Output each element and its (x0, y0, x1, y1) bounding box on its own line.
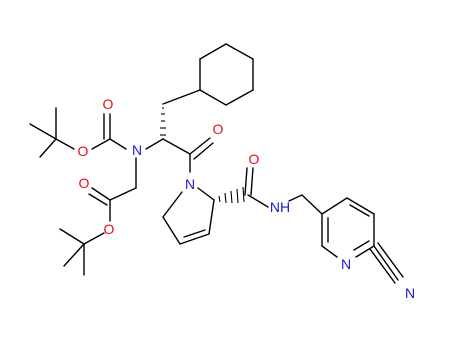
bond (199, 89, 227, 106)
bond (91, 138, 111, 150)
bond (83, 232, 105, 245)
bond (88, 193, 108, 206)
bond (183, 229, 206, 238)
cyclohexane-ring (199, 43, 254, 106)
hashed-bond (160, 107, 166, 136)
pyridine-ring (321, 197, 375, 258)
bond (162, 89, 201, 105)
bond (179, 233, 210, 245)
nh-atom-label: NH (270, 199, 290, 215)
oxygen-atom-label: O (249, 151, 260, 167)
oxygen-atom-label: O (79, 175, 90, 191)
bond (355, 245, 375, 258)
bond (193, 142, 214, 160)
bond (145, 138, 164, 150)
bond (59, 228, 85, 245)
bond (377, 242, 404, 278)
bond (288, 194, 303, 202)
bond (63, 243, 85, 267)
bond (225, 43, 254, 60)
bond (353, 240, 370, 251)
bond (225, 89, 254, 106)
nitrogen-atom-label: N (185, 176, 195, 192)
bond (349, 204, 370, 217)
bond (55, 138, 75, 150)
oxygen-atom-label: O (104, 221, 115, 237)
bond (244, 167, 248, 196)
bond (162, 216, 181, 245)
bond (247, 194, 269, 208)
bond (373, 245, 399, 281)
bond (39, 138, 57, 158)
bond (162, 138, 191, 155)
bond (346, 197, 375, 215)
bond (162, 191, 183, 218)
nitrogen-atom-label: N (341, 256, 351, 272)
bond (369, 248, 396, 284)
bond (29, 123, 57, 140)
nitrogen-atom-label: N (405, 285, 415, 301)
oxygen-atom-label: O (213, 121, 224, 137)
oxygen-atom-label: O (78, 143, 89, 159)
bond (197, 187, 215, 201)
bond (208, 199, 215, 235)
bond (91, 187, 111, 201)
dihydropyrrole-ring (162, 187, 215, 245)
nitrogen-atom-label: N (132, 142, 142, 158)
bond (321, 245, 338, 258)
oxygen-atom-label: O (103, 96, 114, 112)
bond (321, 197, 348, 215)
bond (109, 138, 127, 150)
bond (250, 167, 254, 196)
bond (199, 43, 227, 60)
bond (301, 194, 323, 215)
bond (189, 137, 211, 155)
bond (109, 187, 137, 201)
hashed-bond (218, 186, 245, 204)
